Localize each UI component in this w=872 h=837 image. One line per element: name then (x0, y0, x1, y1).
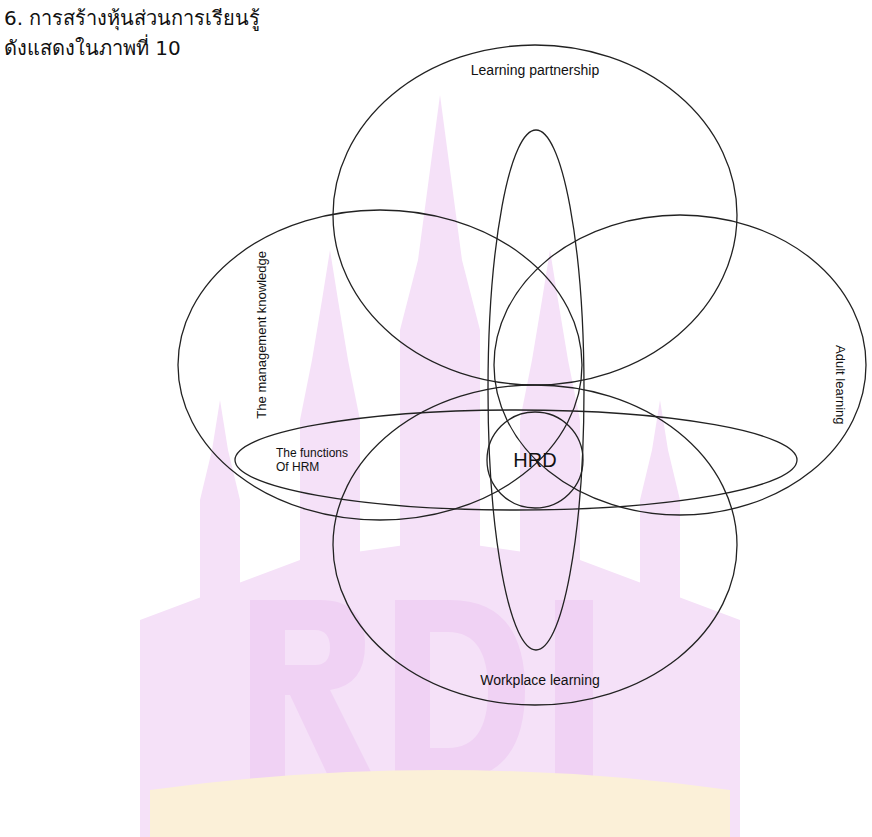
node-outline (175, 207, 585, 523)
text-holder: HRD (513, 448, 556, 472)
node-label: The management knowledge (254, 251, 270, 419)
vertical-ellipse (488, 130, 584, 650)
text-holder: Workplace learning (480, 672, 600, 689)
management-knowledge-circle: The management knowledge (175, 207, 585, 523)
node-label: Workplace learning (480, 672, 600, 689)
watermark (140, 95, 740, 837)
node-label: Learning partnership (471, 62, 599, 79)
heading-text: ดังแสดงในภาพที่ 10 (4, 32, 181, 64)
node-outline (330, 382, 740, 708)
node-ellipse (178, 210, 582, 520)
watermark-base (150, 770, 730, 837)
adult-learning-circle: Adult learning (491, 212, 869, 518)
heading-text: 6. การสร้างหุ้นส่วนการเรียนรู้ (4, 2, 260, 34)
text-holder: Adult learning (832, 345, 848, 425)
node-ellipse (494, 215, 866, 515)
node-label: HRD (513, 448, 556, 472)
node-ellipse (333, 385, 737, 705)
hrd-circle: HRD (484, 409, 586, 511)
text-holder: The functions Of HRM (276, 446, 360, 475)
node-label: Adult learning (832, 345, 848, 425)
node-label: The functions Of HRM (276, 446, 360, 475)
node-ellipse (235, 410, 797, 510)
workplace-learning-circle: Workplace learning (330, 382, 740, 708)
text-holder: The management knowledge (254, 251, 270, 419)
node-ellipse (487, 412, 583, 508)
watermark-letters (250, 600, 593, 780)
node-outline (491, 212, 869, 518)
text-holder: Learning partnership (471, 62, 599, 79)
